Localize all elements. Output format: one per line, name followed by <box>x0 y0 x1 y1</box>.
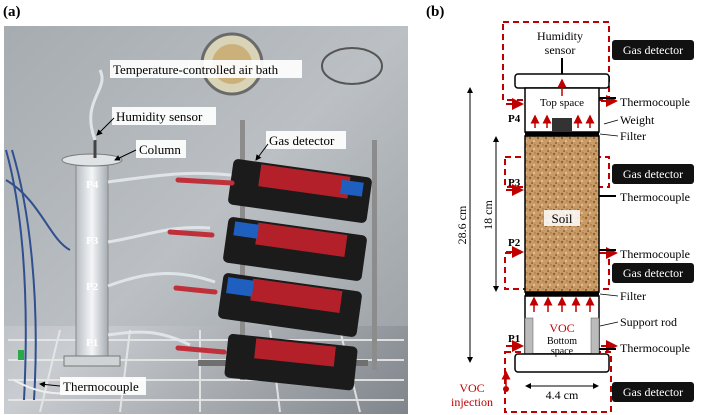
gas-detector-box-low: Gas detector <box>612 263 694 283</box>
voc-injection: VOC injection <box>451 370 511 409</box>
svg-text:Thermocouple: Thermocouple <box>63 379 139 394</box>
port-arrows <box>506 95 618 352</box>
svg-text:18 cm: 18 cm <box>481 200 495 230</box>
filter-top-label: Filter <box>620 129 646 143</box>
support-rod-label: Support rod <box>620 315 677 329</box>
panel-b: (b) Humidity sensor Gas detector Gas det… <box>426 4 694 413</box>
bottom-cap <box>514 353 610 373</box>
thermocouple-stubs <box>599 97 616 350</box>
port-p4-label: P4 <box>508 113 521 125</box>
port-p2-label: P2 <box>508 237 521 249</box>
filter-top-line <box>525 132 599 136</box>
svg-text:Temperature-controlled air bat: Temperature-controlled air bath <box>113 62 279 77</box>
top-space-label: Top space <box>540 97 584 109</box>
port-p1-label: P1 <box>508 333 520 345</box>
support-rod-right <box>590 317 600 355</box>
svg-text:Gas detector: Gas detector <box>623 266 683 280</box>
photo-detector-2 <box>223 217 367 281</box>
thermocouple-top-label: Thermocouple <box>620 95 690 109</box>
humidity-sensor-label-1: Humidity <box>537 29 583 43</box>
gas-detector-box-mid: Gas detector <box>612 164 694 184</box>
support-rod-left <box>524 317 534 355</box>
dimension-total-height: 28.6 cm <box>455 87 473 363</box>
svg-text:Gas detector: Gas detector <box>269 133 335 148</box>
photo-detector-3 <box>218 273 362 337</box>
dimension-width: 4.4 cm <box>525 383 599 402</box>
voc-flow-arrows <box>529 78 595 312</box>
panel-a-label: (a) <box>3 4 21 20</box>
weight-label: Weight <box>620 113 655 127</box>
photo-port-p4: P4 <box>86 179 99 191</box>
bottom-space-label-1: Bottom <box>547 336 577 347</box>
bottom-space-label-2: space <box>551 346 574 357</box>
thermocouple-mid1-label: Thermocouple <box>620 190 690 204</box>
photo-port-p1: P1 <box>86 337 98 349</box>
svg-text:VOC: VOC <box>459 381 484 395</box>
photo-label-humidity-sensor: Humidity sensor <box>96 107 216 136</box>
svg-text:28.6 cm: 28.6 cm <box>455 205 469 244</box>
photo-port-p3: P3 <box>86 235 99 247</box>
panel-a: (a) <box>3 4 408 414</box>
gas-detector-box-top: Gas detector <box>612 40 694 60</box>
dashed-box-top <box>502 21 610 101</box>
svg-text:Column: Column <box>139 142 181 157</box>
svg-text:Humidity sensor: Humidity sensor <box>116 109 203 124</box>
photo-detector-1 <box>228 159 372 223</box>
photo-label-column: Column <box>114 140 186 161</box>
voc-label: VOC <box>549 321 574 335</box>
column-schematic <box>514 73 610 373</box>
humidity-sensor-label-2: sensor <box>545 43 576 57</box>
dimension-soil-height: 18 cm <box>481 136 499 292</box>
soil-label-bg <box>544 210 580 226</box>
filter-bottom-label: Filter <box>620 289 646 303</box>
port-p3-label: P3 <box>508 177 521 189</box>
photo-image <box>4 26 408 414</box>
svg-text:Gas detector: Gas detector <box>623 167 683 181</box>
filter-bottom-line <box>525 292 599 296</box>
photo-label-thermocouple: Thermocouple <box>39 377 146 395</box>
svg-text:injection: injection <box>451 395 493 409</box>
photo-port-p2: P2 <box>86 281 99 293</box>
thermocouple-bottom-label: Thermocouple <box>620 341 690 355</box>
svg-text:4.4 cm: 4.4 cm <box>546 388 579 402</box>
thermocouple-mid2-label: Thermocouple <box>620 247 690 261</box>
svg-text:Gas detector: Gas detector <box>623 43 683 57</box>
photo-label-gas-detector: Gas detector <box>255 131 346 161</box>
gas-detector-box-bottom: Gas detector <box>612 382 694 402</box>
soil-label: Soil <box>552 211 573 226</box>
weight-block <box>552 118 572 132</box>
panel-b-label: (b) <box>426 4 444 20</box>
svg-text:Gas detector: Gas detector <box>623 385 683 399</box>
photo-label-air-bath: Temperature-controlled air bath <box>110 60 302 78</box>
photo-detector-4 <box>224 333 358 391</box>
